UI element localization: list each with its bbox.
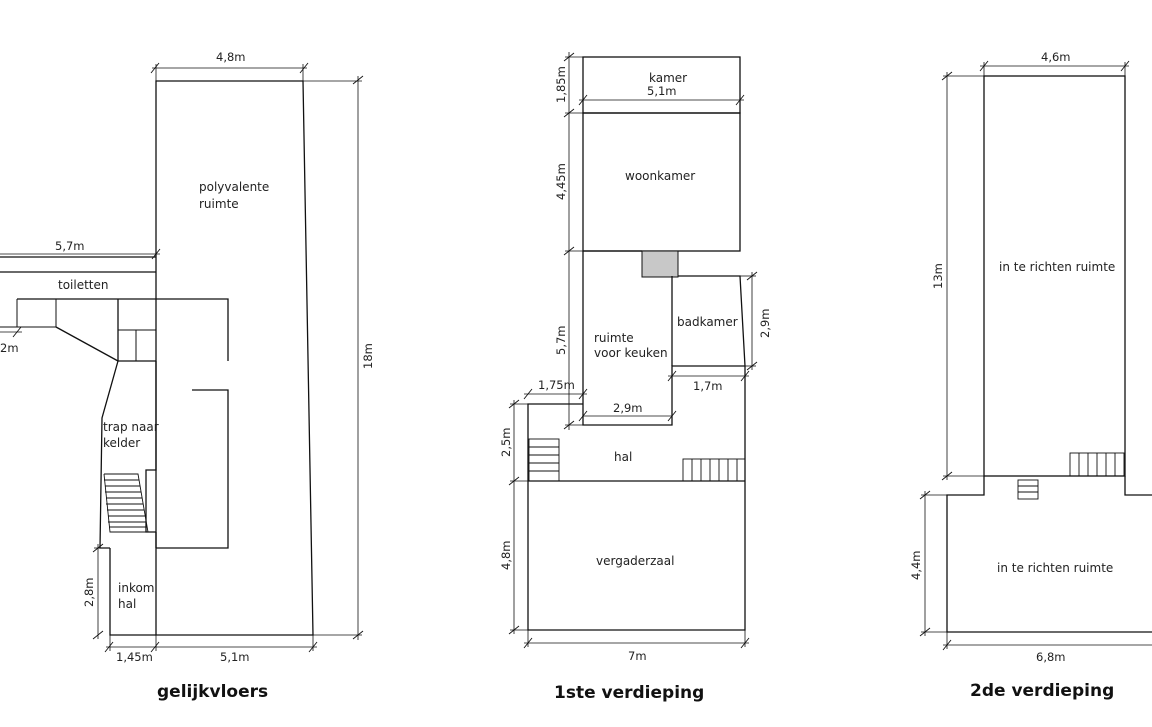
second-stairs-right [1069, 452, 1125, 477]
second-floor-plan: in te richten ruimte in te richten ruimt… [909, 50, 1152, 701]
ground-polyvalent-label-2: ruimte [199, 197, 239, 211]
first-hall-label: hal [614, 450, 632, 464]
ground-stairs [103, 473, 149, 533]
ground-dim-top-width: 4,8m [216, 50, 246, 64]
ground-toilets-label: toiletten [58, 278, 109, 292]
first-shaft [641, 250, 679, 278]
first-dim-bottom-width: 7m [628, 649, 647, 663]
first-dim-hall-height: 2,5m [499, 428, 513, 458]
first-dim-bath-width: 1,7m [693, 379, 723, 393]
first-kitchen-label-1: ruimte [594, 331, 634, 345]
first-dim-room-width: 5,1m [647, 84, 677, 98]
first-room-label: kamer [649, 71, 687, 85]
first-kitchen-walls [582, 251, 745, 426]
first-dim-meeting-height: 4,8m [499, 541, 513, 571]
first-stairs-right [682, 458, 746, 482]
first-dim-kitchen-width: 2,9m [613, 401, 643, 415]
second-dim-lower-height: 4,4m [909, 551, 923, 581]
ground-entrance-label-1: inkom [118, 581, 155, 595]
second-upper-label: in te richten ruimte [999, 260, 1115, 274]
first-bathroom-label: badkamer [677, 315, 738, 329]
first-floor-plan: kamer woonkamer ruimte voor keuken badka… [499, 52, 772, 703]
ground-stairs-label-2: kelder [103, 436, 140, 450]
ground-dim-bottom-right: 5,1m [220, 650, 250, 664]
ground-dim-left-width: 5,7m [55, 239, 85, 253]
first-kitchen-label-2: voor keuken [594, 346, 668, 360]
ground-main-outline [155, 80, 314, 636]
ground-polyvalent-label-1: polyvalente [199, 180, 269, 194]
first-dimensions [508, 52, 758, 649]
ground-dim-entrance-height: 2,8m [82, 578, 96, 608]
ground-dim-right-height: 18m [361, 343, 375, 369]
first-dim-room-height: 1,85m [554, 66, 568, 103]
second-dim-bottom-width: 6,8m [1036, 650, 1066, 664]
first-dim-hall-offset: 1,75m [538, 378, 575, 392]
first-meeting-label: vergaderzaal [596, 554, 674, 568]
ground-dim-small: 2m [0, 341, 19, 355]
second-lower-outline [1124, 476, 1152, 496]
second-lower-label: in te richten ruimte [997, 561, 1113, 575]
second-floor-title: 2de verdieping [970, 681, 1114, 701]
ground-floor-title: gelijkvloers [157, 682, 268, 702]
first-dim-bath-height: 2,9m [758, 309, 772, 339]
second-dim-left-height: 13m [931, 263, 945, 289]
first-floor-title: 1ste verdieping [554, 683, 704, 703]
first-stairs-left [528, 438, 560, 482]
first-living-label: woonkamer [625, 169, 695, 183]
second-dim-top-width: 4,6m [1041, 50, 1071, 64]
ground-floor-plan: polyvalente ruimte toiletten trap naar k… [0, 50, 375, 702]
first-dim-living-height: 4,45m [554, 163, 568, 200]
second-dimensions [919, 60, 1152, 651]
second-stairs-left [1017, 479, 1039, 500]
second-upper-outline [983, 75, 1126, 477]
ground-dim-bottom-left: 1,45m [116, 650, 153, 664]
ground-stairs-label-1: trap naar [103, 420, 159, 434]
ground-entrance-label-2: hal [118, 597, 136, 611]
ground-dimensions [0, 62, 364, 653]
first-dim-kitchen-height: 5,7m [554, 326, 568, 356]
